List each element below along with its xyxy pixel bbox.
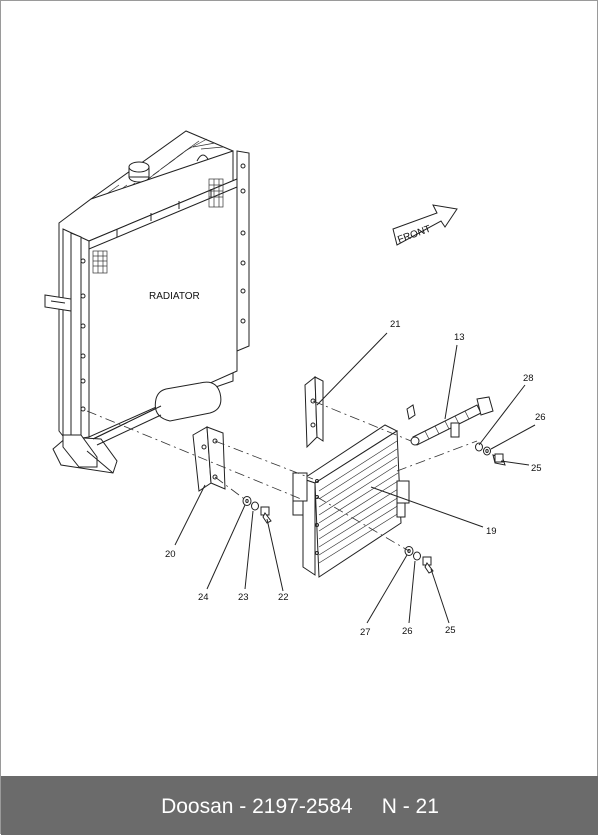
o-ring	[475, 442, 483, 452]
callout-label: 24	[198, 592, 209, 603]
callout-label: 26	[535, 412, 546, 423]
callout-label: 25	[445, 625, 456, 636]
callout-label: 28	[523, 373, 534, 384]
oil-cooler	[292, 424, 410, 578]
callout-label: 20	[165, 549, 176, 560]
washer-24	[242, 496, 252, 506]
callout-label: 25	[531, 463, 542, 474]
washer-lower	[413, 551, 421, 561]
callout-label: 27	[360, 627, 371, 638]
callout-label: 22	[278, 592, 289, 603]
callout-labels: 21 13 28 26 25 19 20 24 23 22 27 26 25	[165, 319, 546, 638]
hose-fitting	[406, 396, 494, 446]
footer-caption: Doosan - 2197-2584 N - 21	[1, 776, 598, 835]
callout-label: 26	[402, 626, 413, 637]
callout-label: 19	[486, 526, 497, 537]
bracket-lower	[192, 426, 226, 492]
washer-23	[251, 501, 259, 511]
bracket-upper	[304, 375, 324, 449]
radiator-label: RADIATOR	[149, 291, 200, 302]
leader-lines	[174, 332, 536, 624]
callout-label: 13	[454, 332, 465, 343]
callout-label: 23	[238, 592, 249, 603]
parts-diagram: RADIATOR FRONT	[44, 130, 546, 638]
assembly-lines	[86, 400, 478, 552]
callout-label: 21	[390, 319, 401, 330]
bolt-22	[260, 506, 272, 524]
washer-upper	[483, 446, 491, 456]
radiator-assembly: RADIATOR	[44, 130, 250, 474]
bolt-upper	[492, 453, 506, 466]
front-arrow-icon: FRONT	[392, 204, 458, 246]
